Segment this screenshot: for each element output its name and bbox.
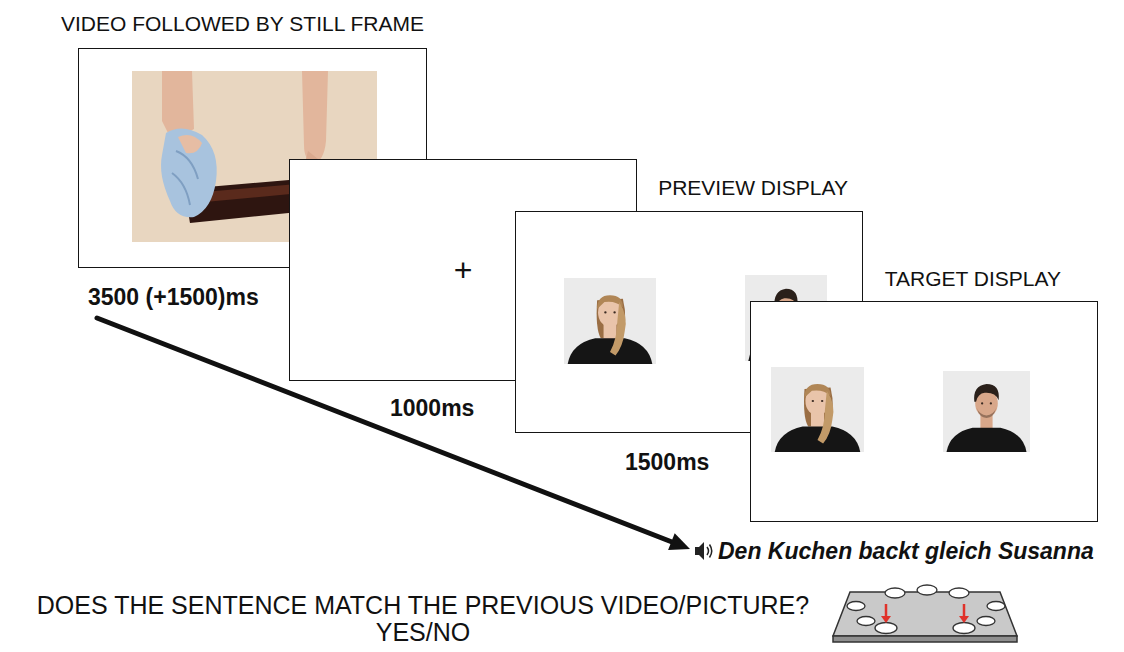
task-question: DOES THE SENTENCE MATCH THE PREVIOUS VID… <box>23 592 823 646</box>
target-display-frame: TARGET DISPLAY <box>750 301 1098 522</box>
photo-background <box>943 371 1030 452</box>
woman-portrait <box>568 295 653 364</box>
face-photo <box>564 278 656 364</box>
display-heading: PREVIEW DISPLAY <box>658 175 848 200</box>
display-heading: TARGET DISPLAY <box>885 266 1061 291</box>
photo-background <box>771 367 864 452</box>
photo-background <box>564 278 656 364</box>
face-photo <box>771 367 864 452</box>
duration-label: 3500 (+1500)ms <box>88 283 259 311</box>
face-photo <box>943 371 1030 452</box>
arrow-head <box>668 533 690 550</box>
duration-label: 1000ms <box>390 394 474 422</box>
display-heading: VIDEO FOLLOWED BY STILL FRAME <box>61 11 424 36</box>
audio-sentence: Den Kuchen backt gleich Susanna <box>718 539 1094 564</box>
man-portrait <box>946 384 1026 452</box>
speaker-icon <box>695 542 712 560</box>
left-hand-with-cloth <box>161 71 217 217</box>
woman-portrait <box>775 384 861 452</box>
duration-label: 1500ms <box>625 448 709 476</box>
button-box-icon <box>833 585 1017 642</box>
